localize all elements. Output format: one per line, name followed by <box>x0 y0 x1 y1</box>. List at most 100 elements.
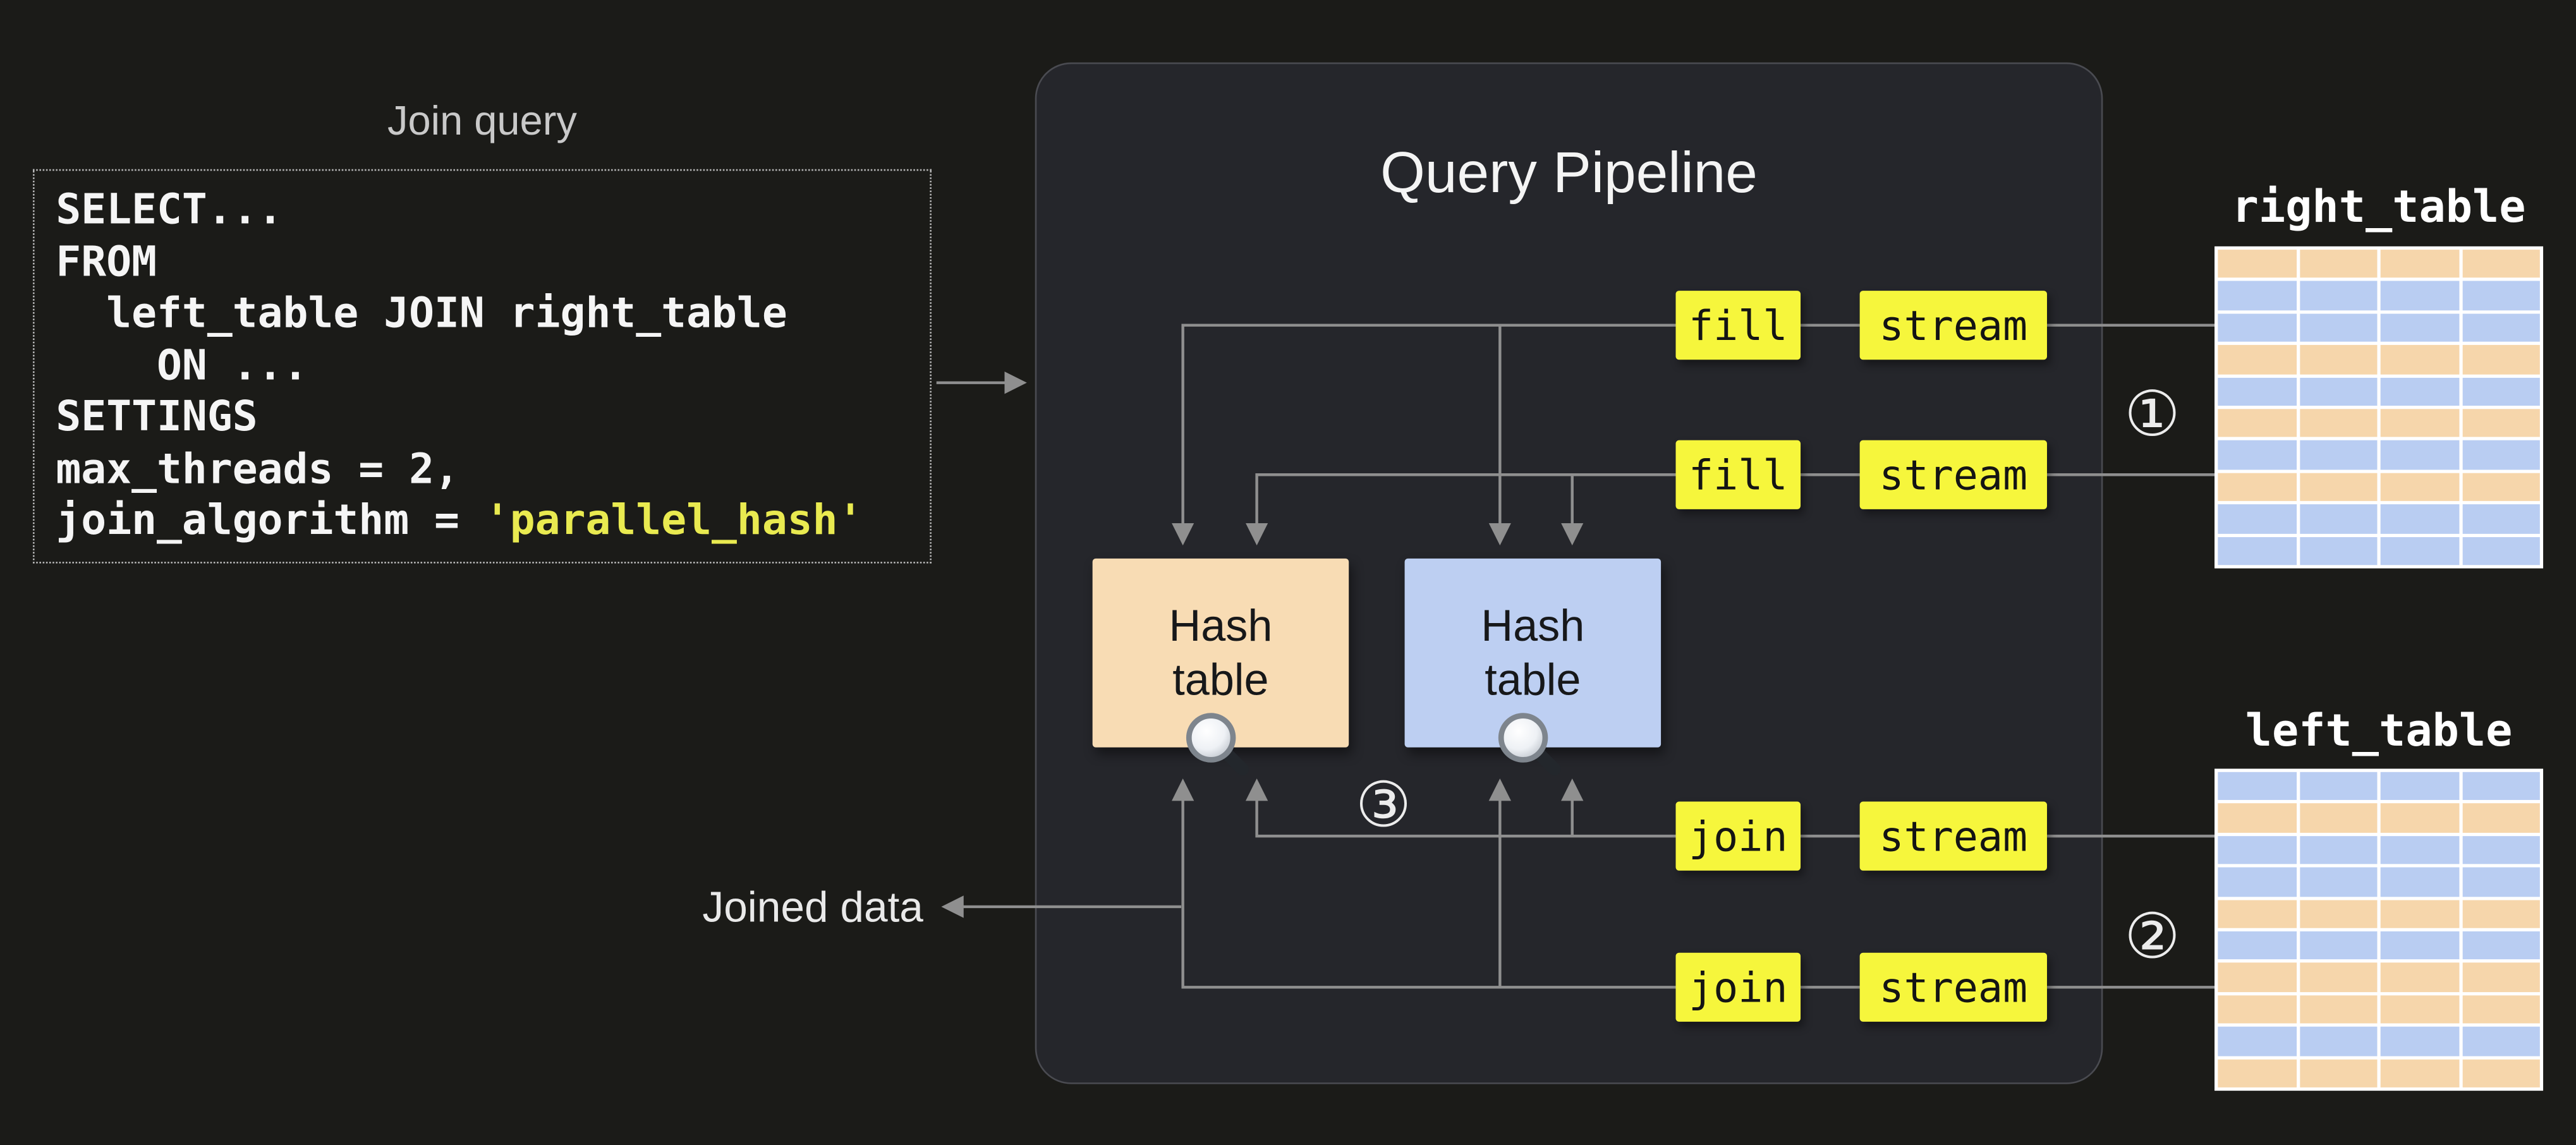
table-cell <box>2462 504 2540 533</box>
table-cell <box>2218 250 2296 279</box>
table-cell <box>2380 281 2459 310</box>
table-row <box>2218 1027 2540 1056</box>
join-operator-2: join <box>1675 952 1801 1022</box>
table-cell <box>2462 345 2540 374</box>
table-cell <box>2299 504 2378 533</box>
table-row <box>2218 377 2540 406</box>
hash-table-1-label: Hash table <box>1169 600 1273 704</box>
table-row <box>2218 835 2540 864</box>
table-cell <box>2218 409 2296 438</box>
table-cell <box>2218 504 2296 533</box>
table-cell <box>2380 473 2459 502</box>
table-cell <box>2462 995 2540 1024</box>
table-cell <box>2462 281 2540 310</box>
table-cell <box>2462 1058 2540 1088</box>
table-cell <box>2299 409 2378 438</box>
table-row <box>2218 963 2540 992</box>
table-cell <box>2218 377 2296 406</box>
table-cell <box>2380 377 2459 406</box>
table-cell <box>2380 536 2459 566</box>
table-row <box>2218 1058 2540 1088</box>
table-cell <box>2462 409 2540 438</box>
table-cell <box>2380 931 2459 960</box>
table-cell <box>2218 931 2296 960</box>
magnifier-icon <box>1498 713 1561 776</box>
table-cell <box>2218 995 2296 1024</box>
table-cell <box>2299 963 2378 992</box>
stream-operator-2: stream <box>1859 440 2047 509</box>
table-cell <box>2462 473 2540 502</box>
table-cell <box>2299 440 2378 470</box>
sql-code-box: SELECT... FROM left_table JOIN right_tab… <box>32 169 932 564</box>
table-cell <box>2299 835 2378 864</box>
table-cell <box>2380 804 2459 833</box>
table-cell <box>2462 899 2540 928</box>
table-cell <box>2299 899 2378 928</box>
sql-line: SETTINGS <box>56 392 258 442</box>
sql-line-prefix: join_algorithm = <box>56 496 485 546</box>
table-row <box>2218 313 2540 342</box>
table-cell <box>2299 804 2378 833</box>
table-cell <box>2299 281 2378 310</box>
table-row <box>2218 250 2540 279</box>
table-cell <box>2218 536 2296 566</box>
step-marker-1: ① <box>2124 377 2180 451</box>
table-cell <box>2299 536 2378 566</box>
table-cell <box>2462 440 2540 470</box>
table-row <box>2218 772 2540 801</box>
sql-line: join_algorithm = 'parallel_hash' <box>56 496 908 548</box>
table-cell <box>2380 440 2459 470</box>
table-cell <box>2299 345 2378 374</box>
table-cell <box>2380 504 2459 533</box>
table-cell <box>2380 250 2459 279</box>
table-cell <box>2380 345 2459 374</box>
table-cell <box>2462 1027 2540 1056</box>
table-cell <box>2462 772 2540 801</box>
table-cell <box>2218 473 2296 502</box>
step-marker-3: ③ <box>1355 768 1412 841</box>
table-cell <box>2462 931 2540 960</box>
sql-line: left_table JOIN right_table <box>56 289 787 339</box>
right-table-grid <box>2215 246 2544 569</box>
table-row <box>2218 536 2540 566</box>
table-cell <box>2218 963 2296 992</box>
table-cell <box>2380 868 2459 897</box>
table-cell <box>2218 772 2296 801</box>
table-cell <box>2380 1058 2459 1088</box>
table-cell <box>2462 313 2540 342</box>
table-cell <box>2299 868 2378 897</box>
table-row <box>2218 440 2540 470</box>
table-cell <box>2299 250 2378 279</box>
right-table-label: right_table <box>2232 182 2526 234</box>
table-cell <box>2380 1027 2459 1056</box>
join-query-label: Join query <box>387 98 577 145</box>
table-row <box>2218 995 2540 1024</box>
table-row <box>2218 345 2540 374</box>
table-cell <box>2299 377 2378 406</box>
table-cell <box>2462 377 2540 406</box>
table-cell <box>2218 440 2296 470</box>
table-cell <box>2462 804 2540 833</box>
table-cell <box>2380 963 2459 992</box>
stream-operator-3: stream <box>1859 801 2047 871</box>
table-cell <box>2299 473 2378 502</box>
table-cell <box>2218 345 2296 374</box>
table-cell <box>2299 772 2378 801</box>
table-cell <box>2218 313 2296 342</box>
sql-line: SELECT... <box>56 185 283 235</box>
sql-line: FROM <box>56 237 157 287</box>
step-marker-2: ② <box>2124 900 2180 972</box>
table-cell <box>2218 281 2296 310</box>
stream-operator-4: stream <box>1859 952 2047 1022</box>
table-cell <box>2218 1027 2296 1056</box>
table-row <box>2218 409 2540 438</box>
table-row <box>2218 899 2540 928</box>
table-cell <box>2462 250 2540 279</box>
table-cell <box>2299 995 2378 1024</box>
fill-operator-2: fill <box>1675 440 1801 509</box>
table-cell <box>2299 1058 2378 1088</box>
table-cell <box>2380 313 2459 342</box>
table-cell <box>2299 1027 2378 1056</box>
table-cell <box>2380 835 2459 864</box>
